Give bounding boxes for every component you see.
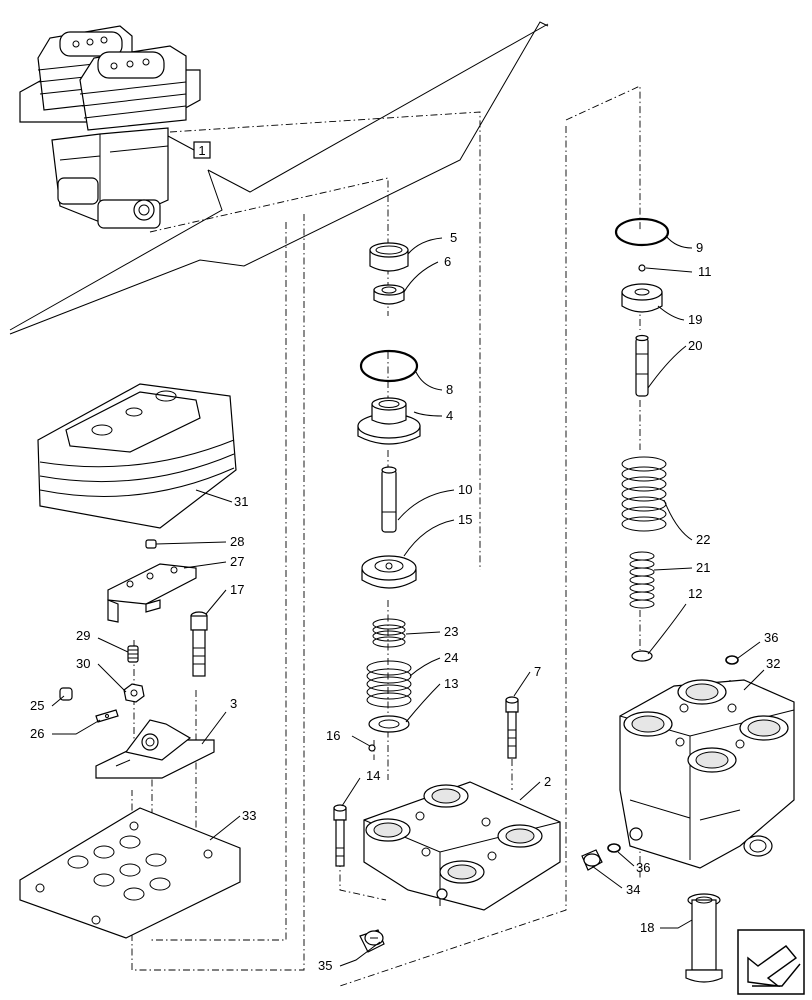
- callout-26: 26: [30, 726, 44, 741]
- callout-2: 2: [544, 774, 551, 789]
- callout-28: 28: [230, 534, 244, 549]
- orientation-arrow-icon: [737, 929, 805, 995]
- callout-13: 13: [444, 676, 458, 691]
- callout-32: 32: [766, 656, 780, 671]
- callout-12: 12: [688, 586, 702, 601]
- callout-9: 9: [696, 240, 703, 255]
- callout-36-upper: 36: [764, 630, 778, 645]
- callout-27: 27: [230, 554, 244, 569]
- callout-36-lower: 36: [636, 860, 650, 875]
- callout-20: 20: [688, 338, 702, 353]
- callout-34: 34: [626, 882, 640, 897]
- callout-21: 21: [696, 560, 710, 575]
- callout-15: 15: [458, 512, 472, 527]
- callout-4: 4: [446, 408, 453, 423]
- separator-line: [9, 21, 549, 335]
- callout-33: 33: [242, 808, 256, 823]
- callout-24: 24: [444, 650, 458, 665]
- callout-10: 10: [458, 482, 472, 497]
- callout-16: 16: [326, 728, 340, 743]
- reference-box-label: 1: [198, 143, 205, 158]
- callout-labels: 5 6 8 4 10 15 23 24 13 16 7 14 2 35 9 11…: [30, 230, 780, 973]
- callout-31: 31: [234, 494, 248, 509]
- callout-29: 29: [76, 628, 90, 643]
- middle-column-parts: [333, 242, 561, 953]
- callout-30: 30: [76, 656, 90, 671]
- right-column-parts: [581, 217, 795, 983]
- callout-25: 25: [30, 698, 44, 713]
- callout-3: 3: [230, 696, 237, 711]
- callout-23: 23: [444, 624, 458, 639]
- callout-17: 17: [230, 582, 244, 597]
- callout-22: 22: [696, 532, 710, 547]
- assembly-overview: 1: [19, 25, 211, 229]
- leader-lines: [51, 235, 765, 967]
- callout-6: 6: [444, 254, 451, 269]
- callout-18: 18: [640, 920, 654, 935]
- callout-11: 11: [698, 264, 712, 279]
- callout-5: 5: [450, 230, 457, 245]
- callout-8: 8: [446, 382, 453, 397]
- callout-19: 19: [688, 312, 702, 327]
- callout-7: 7: [534, 664, 541, 679]
- callout-14: 14: [366, 768, 380, 783]
- left-column-parts: [19, 383, 241, 939]
- callout-35: 35: [318, 958, 332, 973]
